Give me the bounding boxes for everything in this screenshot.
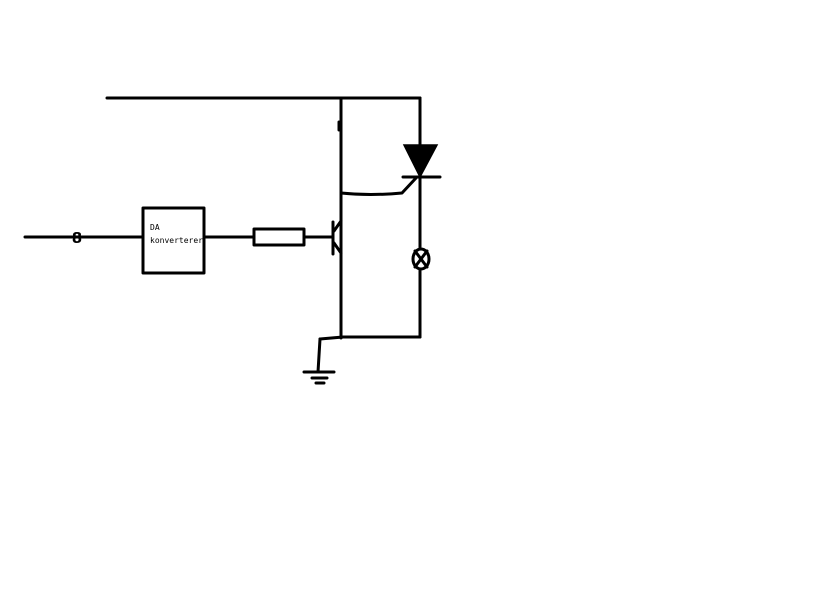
dac-label-line2: konverterer — [150, 236, 203, 245]
thyristor-icon — [401, 144, 442, 179]
ground-return-wire — [318, 335, 422, 341]
bus-width-label: 8 — [72, 229, 82, 247]
gate-wire — [339, 176, 418, 196]
ground-icon — [302, 370, 336, 385]
resistor-icon — [252, 227, 306, 247]
lamp-icon — [411, 247, 431, 271]
dac-block: DA konverterer — [141, 206, 206, 275]
ground-lead-wire — [316, 337, 322, 374]
dac-label-line1: DA — [150, 223, 160, 232]
